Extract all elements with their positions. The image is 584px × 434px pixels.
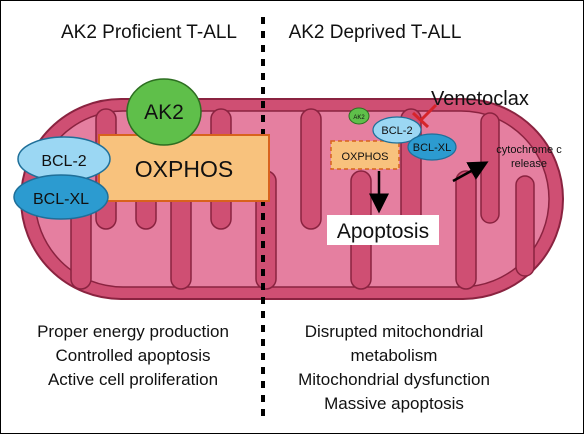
right-bcl2-label: BCL-2 bbox=[381, 125, 412, 137]
left-oxphos-label: OXPHOS bbox=[135, 156, 233, 182]
apoptosis-label: Apoptosis bbox=[337, 220, 429, 243]
left-bclxl-node: BCL-XL bbox=[13, 174, 109, 220]
left-outcomes: Proper energy production Controlled apop… bbox=[37, 322, 229, 389]
right-outcome-2: metabolism bbox=[351, 346, 438, 365]
left-panel-title: AK2 Proficient T-ALL bbox=[61, 22, 237, 43]
cytochrome-release-arrow bbox=[452, 161, 489, 183]
right-ak2-label: AK2 bbox=[353, 115, 365, 121]
left-bcl2-node: BCL-2 bbox=[17, 136, 111, 182]
left-outcome-1: Proper energy production bbox=[37, 322, 229, 341]
left-outcome-3: Active cell proliferation bbox=[48, 370, 218, 389]
inhibition-line bbox=[419, 103, 438, 122]
right-ak2-node: AK2 bbox=[348, 107, 370, 125]
right-bclxl-label: BCL-XL bbox=[413, 142, 452, 154]
venetoclax-label: Venetoclax bbox=[431, 88, 529, 110]
cytochrome-label-line2: release bbox=[511, 158, 547, 170]
right-outcome-3: Mitochondrial dysfunction bbox=[298, 370, 490, 389]
right-oxphos-box: OXPHOS bbox=[330, 140, 400, 170]
left-outcome-2: Controlled apoptosis bbox=[56, 346, 211, 365]
right-outcomes: Disrupted mitochondrial metabolism Mitoc… bbox=[298, 322, 490, 413]
right-outcome-4: Massive apoptosis bbox=[324, 394, 464, 413]
left-bclxl-label: BCL-XL bbox=[33, 191, 89, 208]
apoptosis-box bbox=[327, 215, 439, 245]
right-outcome-1: Disrupted mitochondrial bbox=[305, 322, 484, 341]
right-bclxl-node: BCL-XL bbox=[407, 133, 457, 161]
right-bcl2-node: BCL-2 bbox=[372, 116, 422, 144]
left-ak2-label: AK2 bbox=[144, 101, 184, 124]
left-oxphos-box: OXPHOS bbox=[98, 134, 270, 202]
inhibition-bar bbox=[411, 111, 430, 129]
left-bcl2-label: BCL-2 bbox=[41, 153, 86, 170]
right-oxphos-label: OXPHOS bbox=[341, 151, 388, 163]
left-ak2-node: AK2 bbox=[126, 78, 202, 146]
venetoclax-inhibitor: Venetoclax bbox=[411, 88, 529, 129]
cytochrome-label-line1: cytochrome c bbox=[496, 144, 562, 156]
right-panel-title: AK2 Deprived T-ALL bbox=[289, 22, 462, 43]
